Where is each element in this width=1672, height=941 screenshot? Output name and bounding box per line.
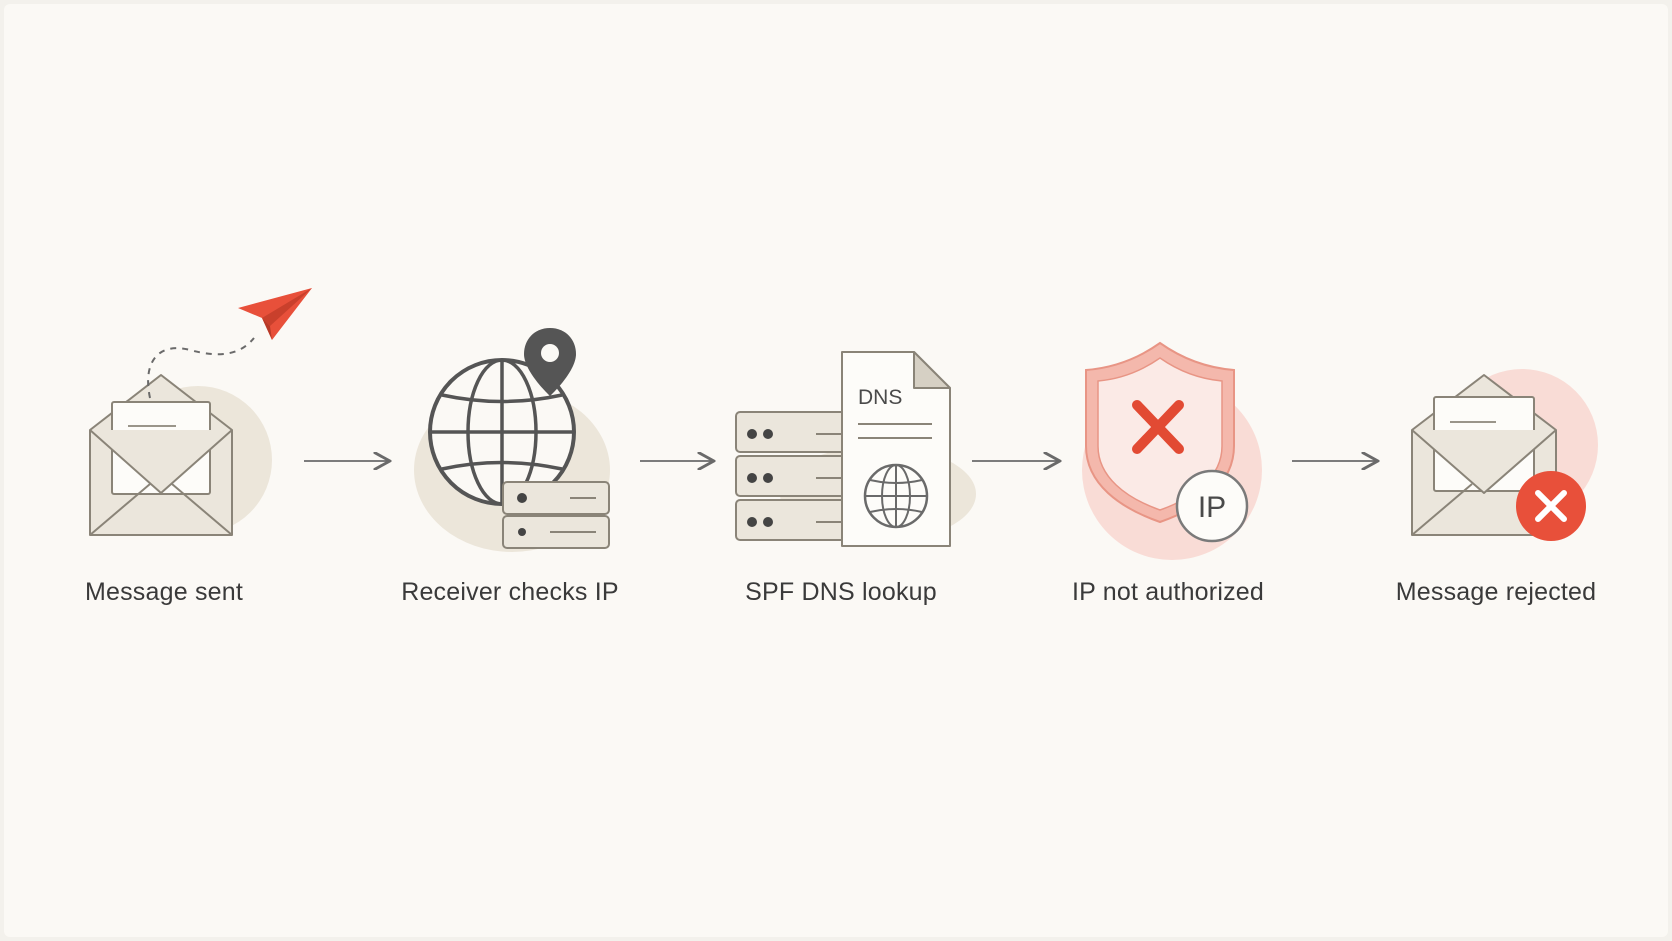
cross-icon <box>1132 400 1184 454</box>
reject-icon <box>1516 471 1586 541</box>
dns-badge: DNS <box>858 386 902 409</box>
dns-document-icon: DNS <box>841 351 951 547</box>
step-message-rejected <box>1411 369 1598 541</box>
step-receiver-checks-ip <box>414 328 610 552</box>
flight-path <box>147 337 255 399</box>
step-spf-dns-lookup: DNS <box>735 351 976 547</box>
step-label-message-sent: Message sent <box>84 578 244 606</box>
step-label-message-rejected: Message rejected <box>1395 578 1597 606</box>
ip-badge-icon: IP <box>1175 469 1249 543</box>
server-stack-icon <box>735 411 855 541</box>
step-label-ip-not-authorized: IP not authorized <box>1072 578 1264 606</box>
server-icon <box>502 481 610 549</box>
ip-badge: IP <box>1198 491 1226 524</box>
globe-icon <box>863 463 929 529</box>
envelope-icon <box>89 374 233 536</box>
location-pin-icon <box>524 328 576 396</box>
step-ip-not-authorized: IP <box>1082 341 1262 560</box>
step-label-spf-dns-lookup: SPF DNS lookup <box>745 578 937 606</box>
paper-plane-icon <box>238 288 312 340</box>
step-label-receiver-checks-ip: Receiver checks IP <box>401 578 619 606</box>
step-message-sent <box>89 288 312 536</box>
